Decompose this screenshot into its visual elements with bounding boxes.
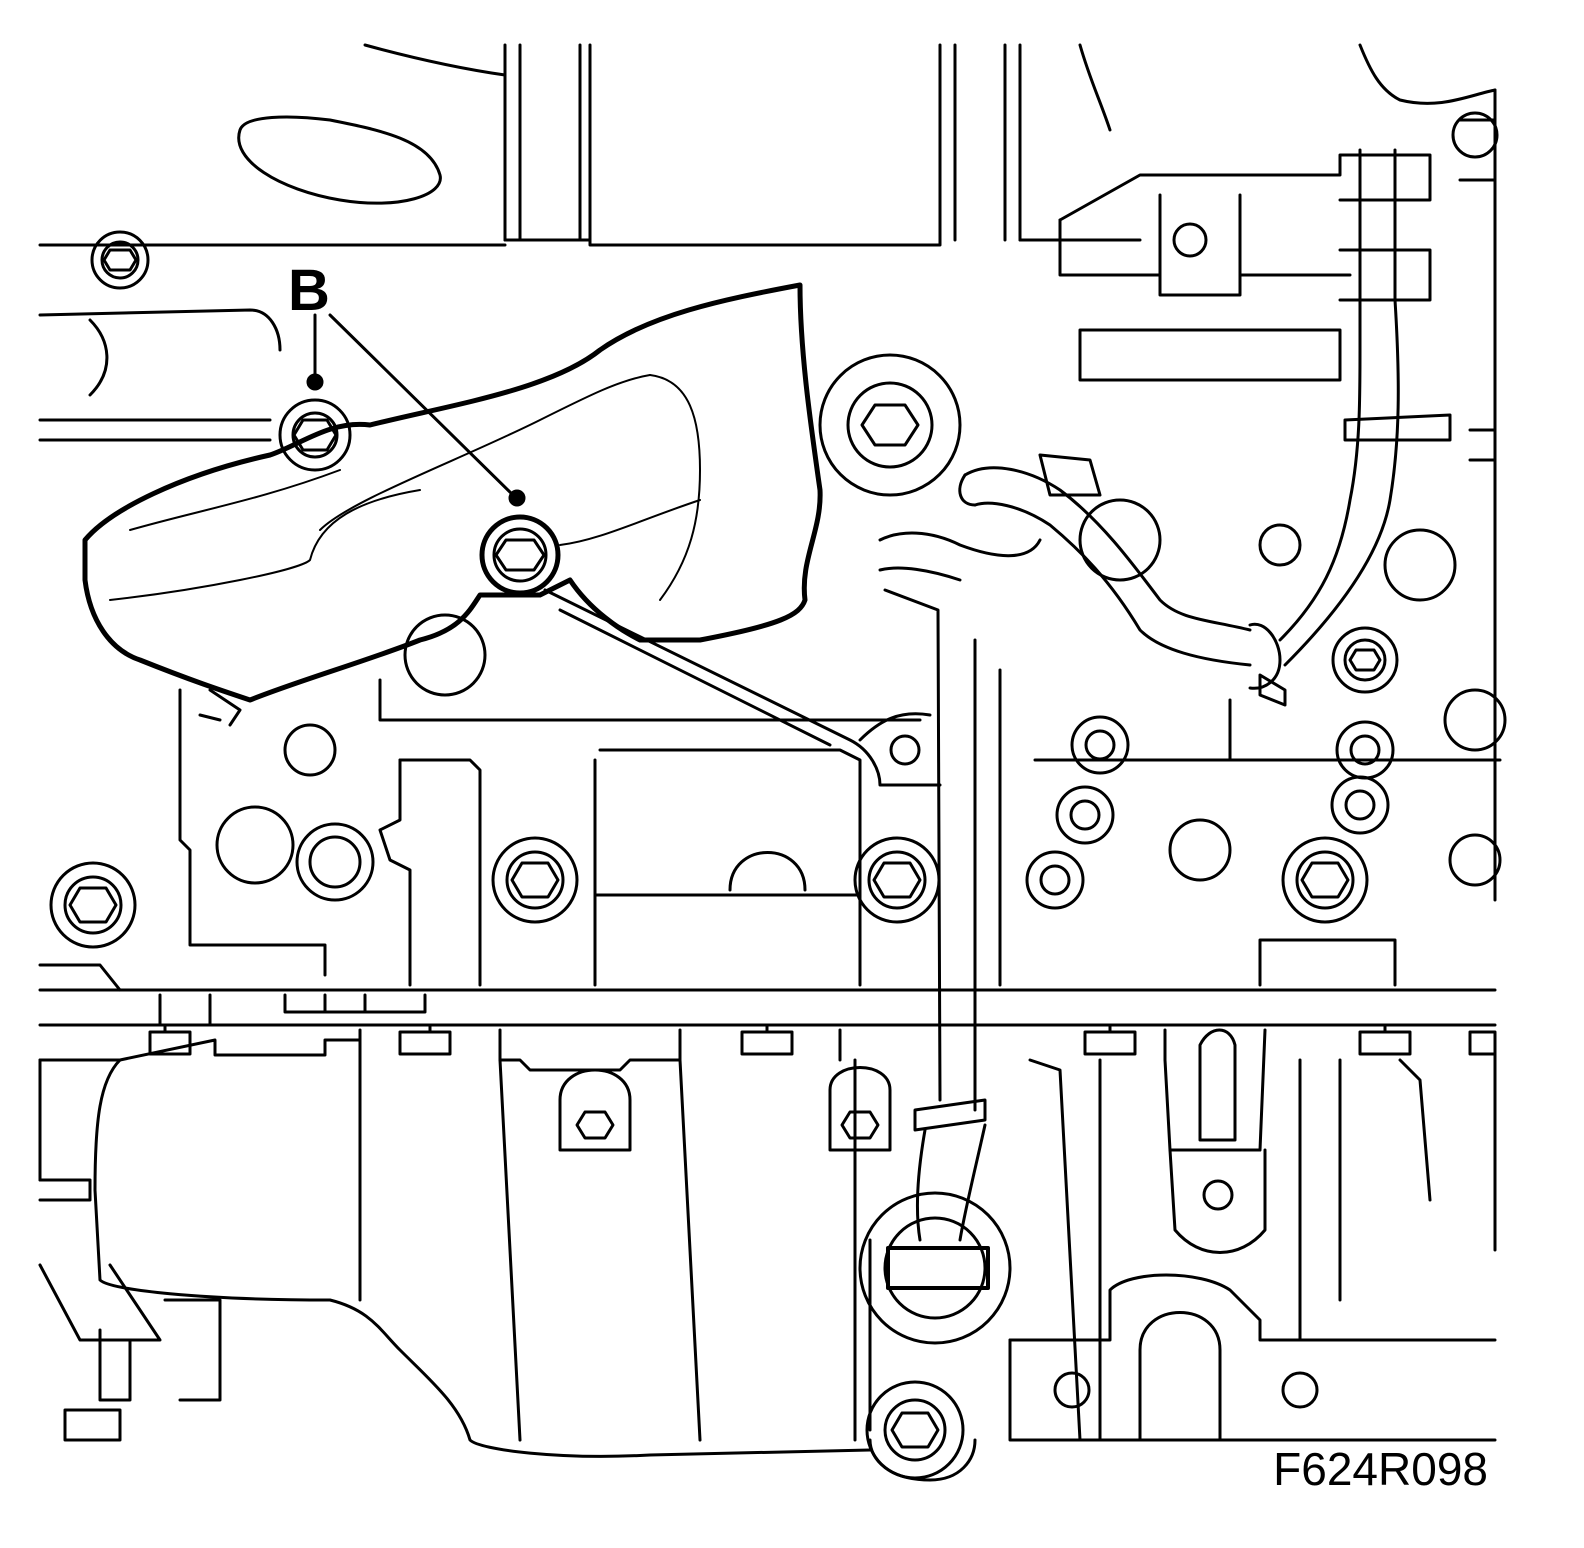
flange-bolts	[148, 1023, 1497, 1056]
lower-flange	[38, 938, 1497, 1027]
oil-pan	[38, 1028, 1497, 1458]
heat-shield-bolts	[278, 398, 561, 596]
drain-bolt	[865, 1238, 965, 1480]
hose-assembly	[878, 148, 1452, 707]
lower-left-parts	[38, 1058, 222, 1442]
heat-shield	[82, 282, 823, 703]
middle-bolt-row	[49, 836, 1369, 949]
upper-engine-block	[38, 43, 1497, 902]
chain-links	[1025, 715, 1395, 910]
dipstick-tube	[858, 588, 1012, 1345]
upper-bolts	[90, 111, 1499, 497]
heat-shield-contours	[109, 374, 701, 601]
support-bracket	[543, 588, 942, 787]
figure-code: F624R098	[1273, 1443, 1488, 1495]
middle-block	[38, 308, 1507, 987]
callout-b-label: B	[288, 258, 330, 323]
callout-b: B	[288, 258, 526, 507]
